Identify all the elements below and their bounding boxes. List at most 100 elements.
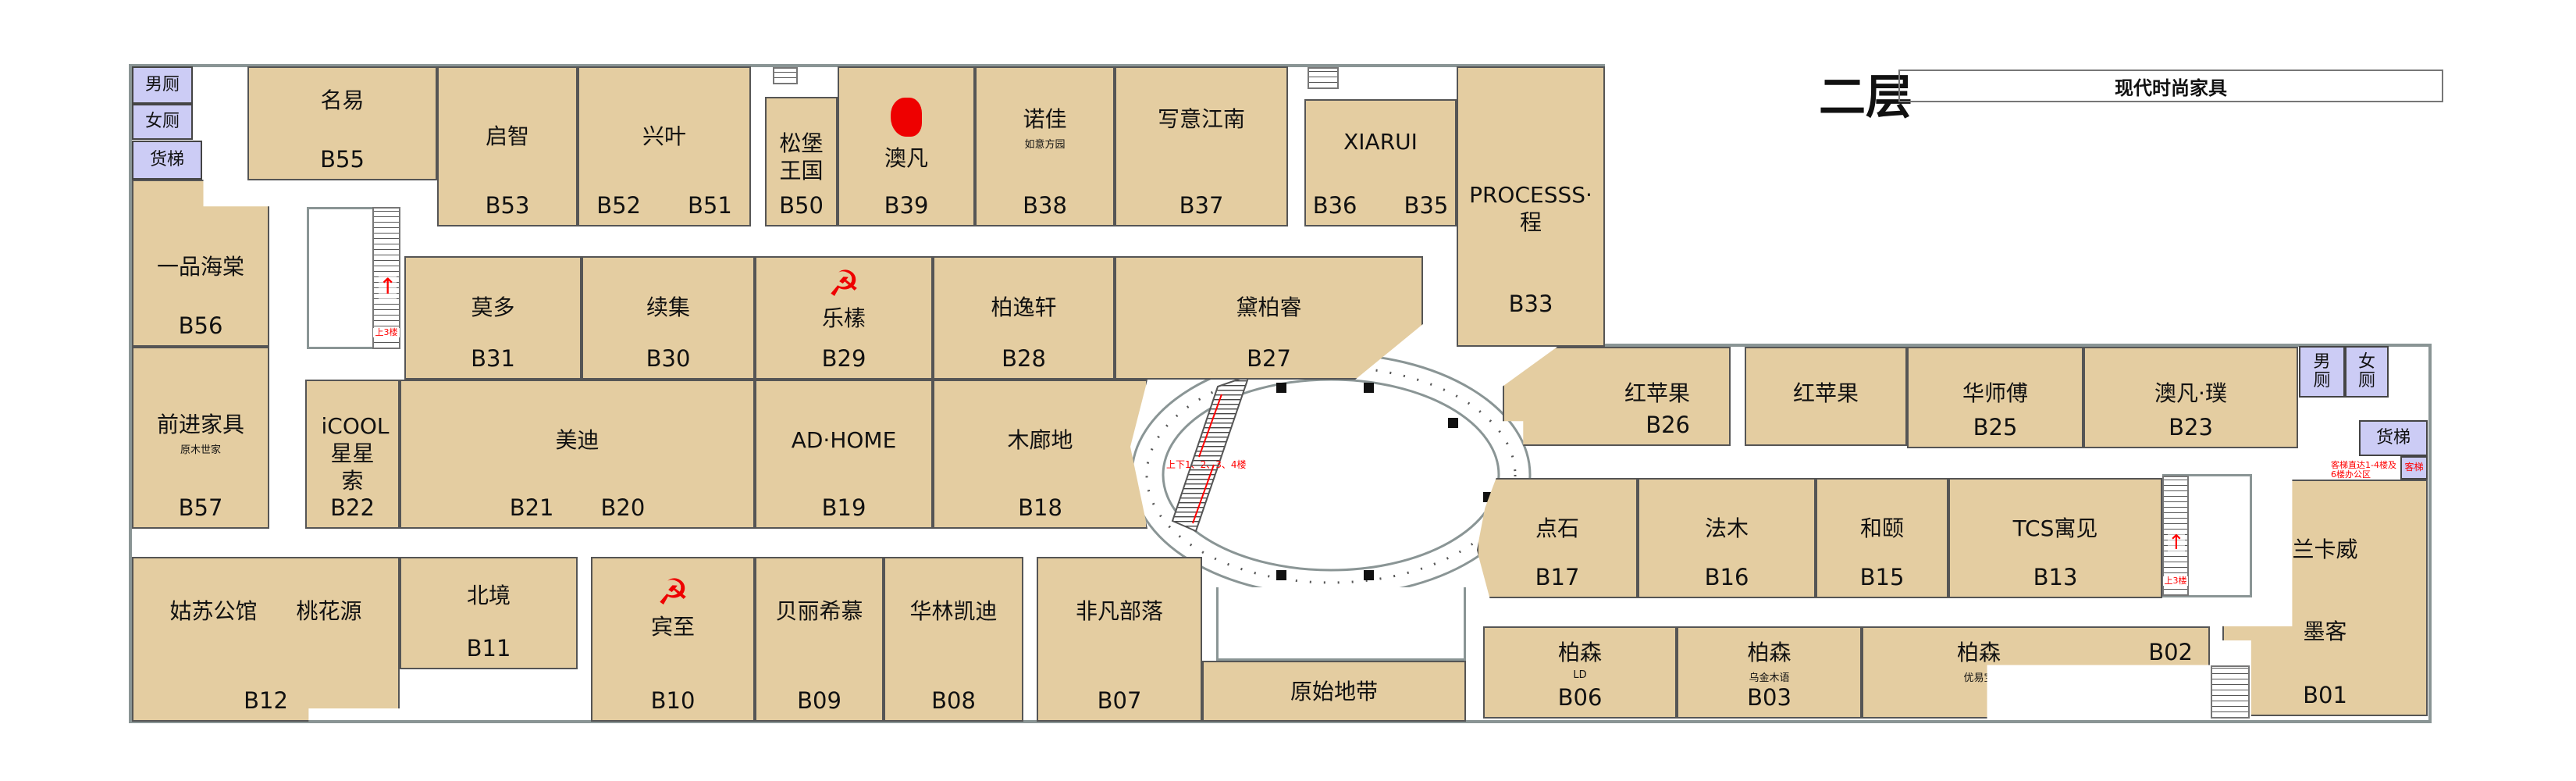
stairs-bottom-right[interactable] (2211, 665, 2250, 719)
store-label: 木廊地 (1007, 426, 1073, 454)
theme-banner: 现代时尚家具 (1898, 70, 2443, 102)
womens-restroom-right[interactable]: 女厕 (2345, 346, 2389, 398)
store-name: 名易 (320, 87, 365, 113)
store-unnumbered-26[interactable]: 原始地带 (1202, 661, 1466, 722)
store-b26[interactable]: 红苹果 B26 (1503, 347, 1731, 446)
store-code: B52 (596, 192, 641, 219)
store-label: 续集 (646, 294, 690, 321)
stairs-up-label-left: 上3楼 (373, 327, 400, 338)
store-label: 红苹果 (1624, 380, 1690, 407)
store-code: B26 (1646, 412, 1690, 438)
store-code: B10 (650, 687, 696, 714)
store-code: B02 (2148, 639, 2193, 665)
store-name-secondary: 墨客 (2303, 619, 2347, 644)
store-name: 和颐 (1859, 515, 1904, 541)
store-codes: B57 (179, 494, 223, 521)
store-name: iCOOL星星索 (321, 413, 390, 494)
mens-restroom-left[interactable]: 男厕 (132, 66, 193, 104)
store-b18[interactable]: 木廊地 B18 (933, 380, 1147, 529)
store-code: B28 (1002, 345, 1046, 372)
store-codes: B09 (797, 687, 841, 714)
store-unnumbered-28[interactable]: 红苹果 (1745, 347, 1907, 446)
outer-wall (129, 64, 132, 722)
store-codes: B53 (486, 192, 530, 219)
store-label: 澳凡·璞 (2154, 380, 2227, 407)
store-name: PROCESSS·程 (1469, 182, 1592, 235)
store-label: 澳凡 (884, 98, 928, 172)
store-codes: B01 (2303, 682, 2347, 708)
mens-restroom-right[interactable]: 男厕 (2299, 346, 2345, 398)
store-label: 姑苏公馆桃花源 (169, 597, 361, 625)
store-codes: B19 (822, 494, 866, 521)
store-name: 写意江南 (1157, 106, 1245, 132)
store-code: B25 (1973, 414, 2018, 440)
store-b17[interactable]: 点石 B17 (1477, 478, 1638, 598)
store-label: 贝丽希慕 (775, 597, 863, 625)
store-label: 点石 (1535, 515, 1579, 542)
store-name-secondary: 桃花源 (296, 598, 362, 624)
store-b25[interactable]: 华师傅 B25 (1907, 347, 2083, 448)
stairs-top-middle[interactable] (773, 67, 798, 84)
store-codes: B37 (1179, 192, 1224, 219)
store-b56[interactable]: 一品海棠 B56 (132, 180, 269, 347)
store-b33[interactable]: PROCESSS·程 B33 (1457, 66, 1605, 347)
store-b30[interactable]: 续集 B30 (582, 256, 755, 380)
column (1364, 383, 1374, 393)
store-codes: B10 (651, 687, 696, 714)
store-codes: B17 (1535, 564, 1580, 590)
store-code: B51 (688, 192, 732, 219)
passenger-elevator[interactable]: 客梯 (2400, 456, 2428, 480)
store-name: 红苹果 (1624, 380, 1690, 406)
store-b52-b51[interactable]: 兴叶 B52 B51 (578, 66, 751, 226)
store-codes: B33 (1509, 291, 1553, 317)
freight-elevator-right[interactable]: 货梯 (2359, 420, 2428, 456)
store-label: 兴叶 (642, 123, 686, 150)
freight-elevator-left[interactable]: 货梯 (132, 141, 202, 180)
store-label: 华师傅 (1962, 380, 2028, 407)
outer-wall (129, 64, 1605, 67)
arrow-up-icon: ↑ (379, 273, 397, 299)
stairs-up-label-right: 上3楼 (2163, 576, 2188, 587)
store-codes: B22 (330, 494, 375, 521)
hammer-sickle-icon: ☭ (656, 571, 689, 613)
store-label: 美迪 (555, 426, 599, 454)
store-code: B53 (485, 192, 530, 219)
store-b37[interactable]: 写意江南 B37 (1115, 66, 1288, 226)
store-code: B30 (646, 345, 691, 372)
store-b09[interactable]: 贝丽希慕 B09 (755, 557, 884, 722)
store-codes: B18 (1018, 494, 1062, 521)
store-label: 和颐 (1860, 515, 1904, 542)
womens-restroom-left[interactable]: 女厕 (132, 104, 193, 140)
store-code: B35 (1404, 192, 1449, 219)
store-name: 一品海棠 (156, 254, 244, 280)
stairs-top-right[interactable] (1308, 67, 1339, 89)
store-codes: B56 (179, 312, 223, 339)
